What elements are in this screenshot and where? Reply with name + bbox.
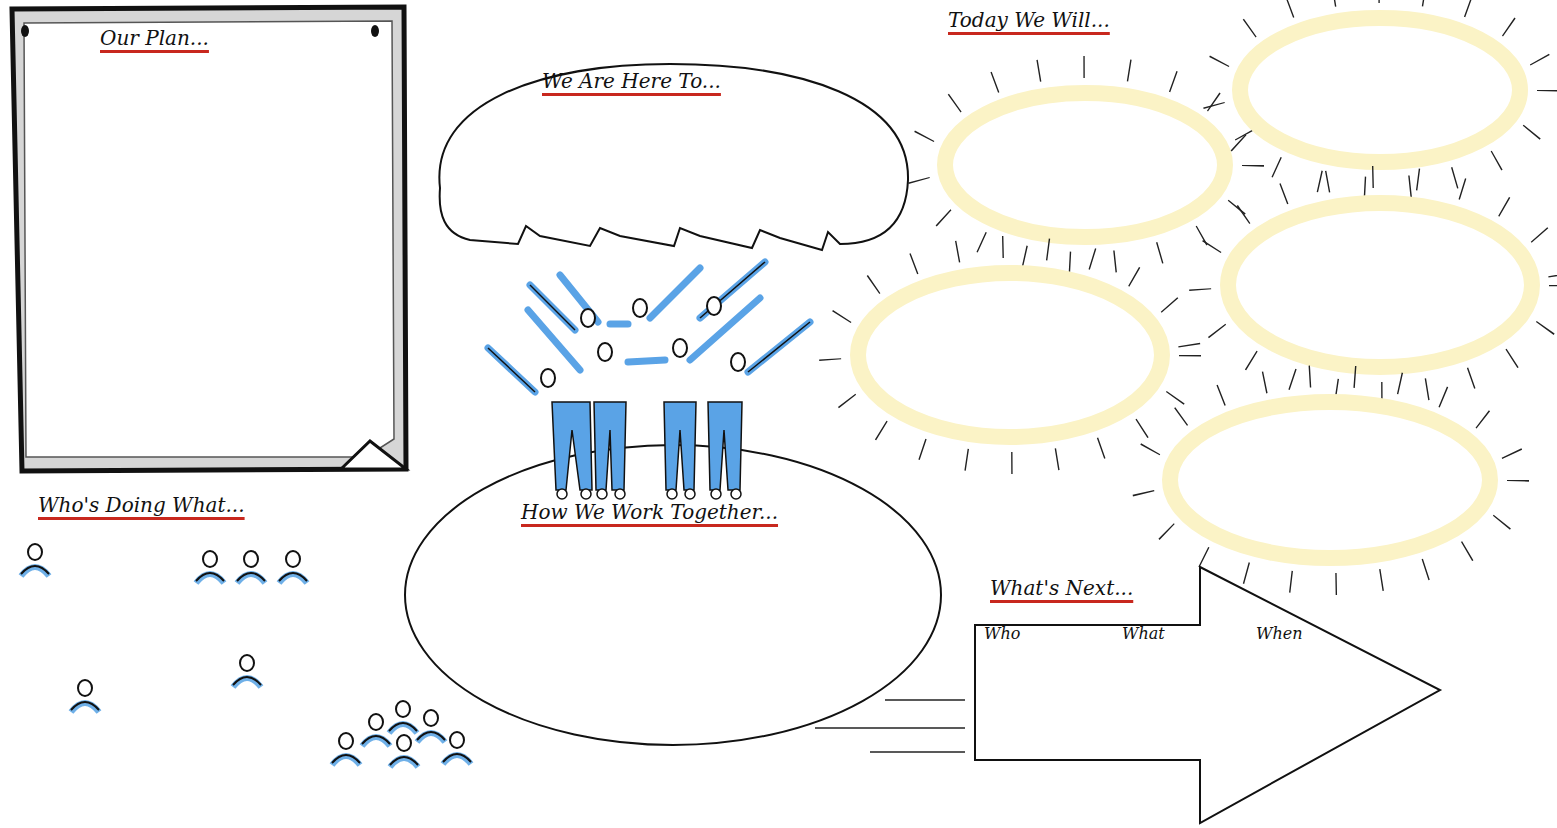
linked-arms — [610, 321, 628, 328]
person-icon — [443, 732, 471, 764]
column-heading: What — [1122, 625, 1165, 643]
foot — [615, 489, 625, 499]
head — [707, 297, 721, 315]
column-heading: Who — [984, 625, 1020, 643]
glow-oval — [858, 273, 1162, 437]
raised-arm — [488, 348, 535, 392]
node-heading: We Are Here To... — [542, 70, 721, 93]
node-outline — [8, 5, 408, 475]
person-icon — [362, 714, 390, 746]
raised-arm — [530, 285, 575, 330]
glow-ticks — [1200, 177, 1557, 393]
person-icon — [237, 551, 265, 583]
pin — [21, 25, 29, 37]
glow-oval — [1228, 203, 1532, 367]
raised-arm — [560, 275, 598, 322]
foot — [685, 489, 695, 499]
folded-corner — [341, 441, 406, 469]
column-heading: When — [1256, 625, 1303, 643]
foot — [581, 489, 591, 499]
head — [541, 369, 555, 387]
node-outline — [970, 565, 1445, 825]
section-heading: Who's Doing What... — [38, 493, 245, 517]
foot — [667, 489, 677, 499]
foot — [731, 489, 741, 499]
linked-arms — [628, 360, 665, 362]
raised-arm — [700, 262, 765, 318]
sheet-frame — [12, 7, 406, 471]
person-icon — [71, 680, 99, 712]
glow-ticks — [1142, 376, 1518, 584]
person-icon — [279, 551, 307, 583]
glow-oval — [1240, 18, 1520, 162]
person-icon — [389, 701, 417, 733]
plan-sheet: Our Plan... — [8, 5, 408, 475]
glow-oval — [1170, 402, 1490, 558]
arm-outline — [530, 285, 575, 330]
foot — [711, 489, 721, 499]
node-heading: How We Work Together... — [521, 501, 778, 524]
ellipse-outline — [405, 445, 941, 745]
arm-outline — [488, 348, 535, 392]
cloud-outline — [439, 64, 908, 250]
person-icon — [417, 710, 445, 742]
node-heading: Our Plan... — [100, 27, 209, 50]
foot — [597, 489, 607, 499]
section-heading: Today We Will... — [948, 8, 1110, 32]
glow-ticks — [1212, 0, 1548, 188]
raised-arm — [528, 310, 580, 370]
head — [598, 343, 612, 361]
node-heading: What's Next... — [990, 577, 1133, 600]
glow-oval — [945, 93, 1225, 237]
raised-arm — [748, 322, 810, 372]
foot — [557, 489, 567, 499]
person-icon — [21, 544, 49, 576]
glow-ticks — [917, 67, 1253, 263]
arrow-outline — [975, 567, 1440, 823]
raised-arm — [690, 298, 760, 360]
person-icon — [332, 733, 360, 765]
speed-line — [870, 751, 965, 753]
legs — [594, 402, 626, 490]
arm-outline — [700, 262, 765, 318]
purpose-cloud: We Are Here To... — [430, 58, 910, 263]
head — [673, 339, 687, 357]
node-outline — [403, 443, 943, 747]
head — [731, 353, 745, 371]
speed-line — [885, 699, 965, 701]
sheet-paper — [24, 21, 394, 457]
arm-outline — [748, 322, 810, 372]
glow-ticks — [830, 247, 1190, 463]
head — [633, 299, 647, 317]
teamwork-ellipse: How We Work Together... — [403, 443, 943, 747]
pin — [371, 25, 379, 37]
head — [581, 309, 595, 327]
speed-line — [815, 727, 965, 729]
person-icon — [390, 735, 418, 767]
raised-arm — [650, 268, 700, 318]
person-icon — [196, 551, 224, 583]
next-steps-arrow: What's Next... Who What When — [970, 565, 1445, 825]
person-icon — [233, 655, 261, 687]
legs — [552, 402, 592, 490]
